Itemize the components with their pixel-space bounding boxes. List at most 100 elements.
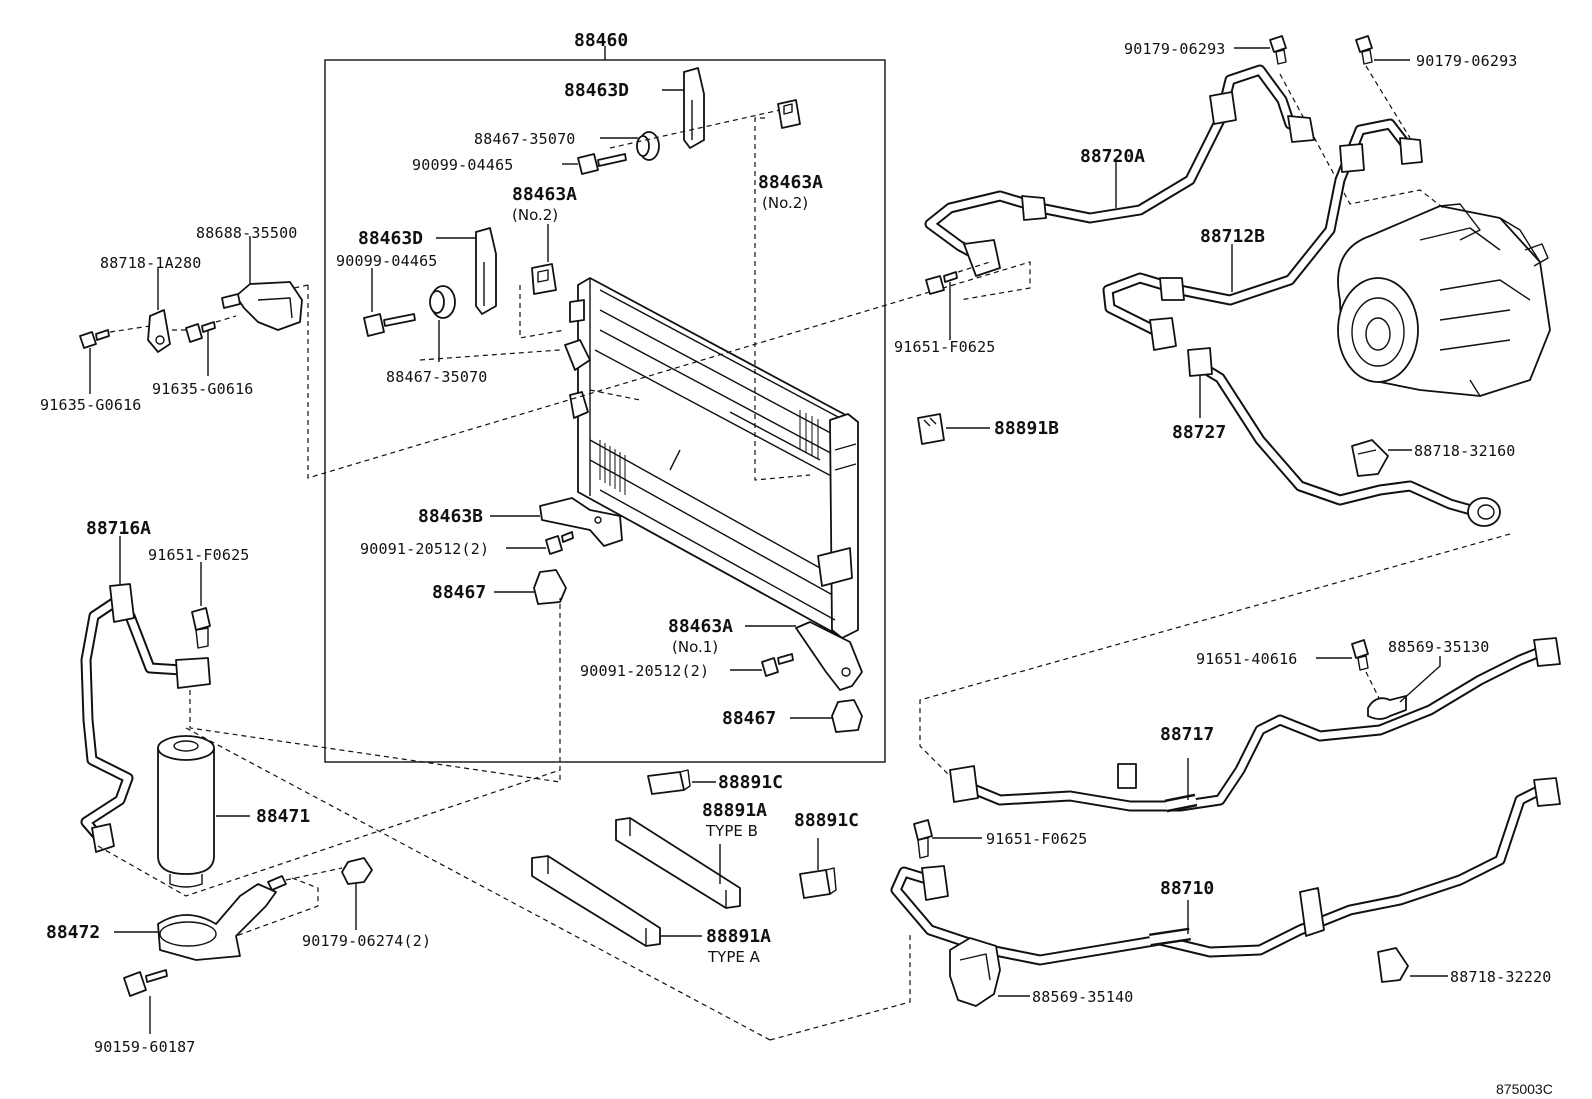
clip-88718-32160 xyxy=(1351,439,1412,477)
condenser-assembly-frame xyxy=(324,46,886,763)
label-88891A-type-a: 88891A xyxy=(706,926,771,947)
label-no2-right: (No.2) xyxy=(762,194,808,212)
label-90179-06293-b: 90179-06293 xyxy=(1416,52,1518,70)
bolt-91651-F0625-bottom xyxy=(913,819,982,859)
label-88467-a: 88467 xyxy=(432,582,486,603)
label-88718-1A280: 88718-1A280 xyxy=(100,254,202,272)
label-88467-35070-mid: 88467-35070 xyxy=(386,368,488,386)
dashed-guides-condenser xyxy=(293,109,1031,481)
bracket-88463D-top xyxy=(662,67,705,149)
label-88718-32160: 88718-32160 xyxy=(1414,442,1516,460)
label-88717: 88717 xyxy=(1160,724,1214,745)
bracket-88463D-mid xyxy=(436,227,497,315)
label-type-b: TYPE B xyxy=(705,822,758,840)
diagram-reference-code: 875003C xyxy=(1496,1081,1553,1097)
label-90179-06274: 90179-06274(2) xyxy=(302,932,431,950)
label-88727: 88727 xyxy=(1172,422,1226,443)
bolt-91635-G0616-b xyxy=(185,321,216,376)
clamp-88569-35130 xyxy=(1367,656,1441,720)
receiver-dryer-88471 xyxy=(157,735,250,888)
label-88463A-no2-right: 88463A xyxy=(758,172,823,193)
label-91651-F0625-left: 91651-F0625 xyxy=(148,546,250,564)
bolt-90099-04465-top xyxy=(562,153,627,175)
cushion-88891B xyxy=(917,413,990,445)
bolt-91635-G0616-a xyxy=(79,329,110,394)
pressure-switch-91651-F0625-left xyxy=(191,562,211,649)
label-88891C-b: 88891C xyxy=(794,810,859,831)
bracket-88688-35500 xyxy=(221,236,303,331)
bolt-91651-40616 xyxy=(1316,639,1381,701)
pipe-88727 xyxy=(1187,347,1501,527)
clip-88463A-no2-left xyxy=(531,224,557,295)
dashed-guide-pipe-88717 xyxy=(919,533,1511,777)
hose-88717 xyxy=(949,637,1561,813)
label-88716A: 88716A xyxy=(86,518,151,539)
dashed-guide-receiver-bottom xyxy=(97,769,561,897)
label-88718-32220: 88718-32220 xyxy=(1450,968,1552,986)
label-88467-35070-top: 88467-35070 xyxy=(474,130,576,148)
label-90179-06293-a: 90179-06293 xyxy=(1124,40,1226,58)
cushion-88891C-a xyxy=(647,769,716,795)
label-88463D-top: 88463D xyxy=(564,80,629,101)
bracket-88472 xyxy=(114,875,287,961)
bolt-90091-20512-a xyxy=(506,531,574,555)
bolt-90179-06293-a xyxy=(1234,35,1287,65)
dashed-guide-bottom xyxy=(769,932,911,1041)
grommet-88467-35070-mid xyxy=(429,285,456,362)
label-88471: 88471 xyxy=(256,806,310,827)
hose-88716A xyxy=(80,536,211,853)
label-88569-35140: 88569-35140 xyxy=(1032,988,1134,1006)
label-type-a: TYPE A xyxy=(707,948,761,966)
hose-88712B xyxy=(1102,118,1423,351)
label-90091-20512-b: 90091-20512(2) xyxy=(580,662,709,680)
label-90099-04465-top: 90099-04465 xyxy=(412,156,514,174)
label-88472: 88472 xyxy=(46,922,100,943)
label-91651-F0625-top: 91651-F0625 xyxy=(894,338,996,356)
cushion-88891C-b xyxy=(799,838,837,899)
label-91651-40616: 91651-40616 xyxy=(1196,650,1298,668)
label-88710: 88710 xyxy=(1160,878,1214,899)
nut-90179-06274 xyxy=(235,857,373,937)
label-88891A-type-b: 88891A xyxy=(702,800,767,821)
label-88463B: 88463B xyxy=(418,506,483,527)
label-88460: 88460 xyxy=(574,30,628,51)
label-88463D-mid: 88463D xyxy=(358,228,423,249)
label-88712B: 88712B xyxy=(1200,226,1265,247)
bolt-90179-06293-b xyxy=(1355,35,1411,139)
clip-88467-a xyxy=(494,569,567,605)
label-88891C-a: 88891C xyxy=(718,772,783,793)
label-88463A-no2-left: 88463A xyxy=(512,184,577,205)
label-90159-60187: 90159-60187 xyxy=(94,1038,196,1056)
label-91635-G0616-b: 91635-G0616 xyxy=(152,380,254,398)
label-88720A: 88720A xyxy=(1080,146,1145,167)
clamp-88569-35140 xyxy=(949,937,1030,1007)
clip-88463A-no2-right xyxy=(777,99,801,129)
clip-88718-32220 xyxy=(1377,947,1448,983)
label-88463A-no1: 88463A xyxy=(668,616,733,637)
bolt-90091-20512-b xyxy=(730,653,794,677)
label-no2-left: (No.2) xyxy=(512,206,558,224)
grommet-88467-35070-top xyxy=(600,131,660,161)
label-88688-35500: 88688-35500 xyxy=(196,224,298,242)
dashed-guide-compressor xyxy=(1279,73,1447,211)
cushion-88891A-type-b xyxy=(615,817,741,909)
bolt-90099-04465-mid xyxy=(363,268,416,337)
hose-88710 xyxy=(890,777,1561,966)
label-90091-20512-a: 90091-20512(2) xyxy=(360,540,489,558)
cushion-88891A-type-a xyxy=(531,855,702,947)
dashed-guide-receiver xyxy=(189,598,561,783)
label-88891B: 88891B xyxy=(994,418,1059,439)
label-91635-G0616-a: 91635-G0616 xyxy=(40,396,142,414)
hose-88720A xyxy=(924,64,1315,277)
ac-compressor xyxy=(1337,203,1551,397)
dashed-guide-diagonal xyxy=(185,727,771,1041)
bracket-88463A-no1 xyxy=(745,621,863,691)
label-no1: (No.1) xyxy=(672,638,718,656)
dashed-guide-left-bracket xyxy=(109,315,237,333)
label-91651-F0625-bottom: 91651-F0625 xyxy=(986,830,1088,848)
bracket-88463B xyxy=(490,497,623,547)
label-90099-04465-mid: 90099-04465 xyxy=(336,252,438,270)
label-88569-35130: 88569-35130 xyxy=(1388,638,1490,656)
condenser-core xyxy=(564,277,859,639)
